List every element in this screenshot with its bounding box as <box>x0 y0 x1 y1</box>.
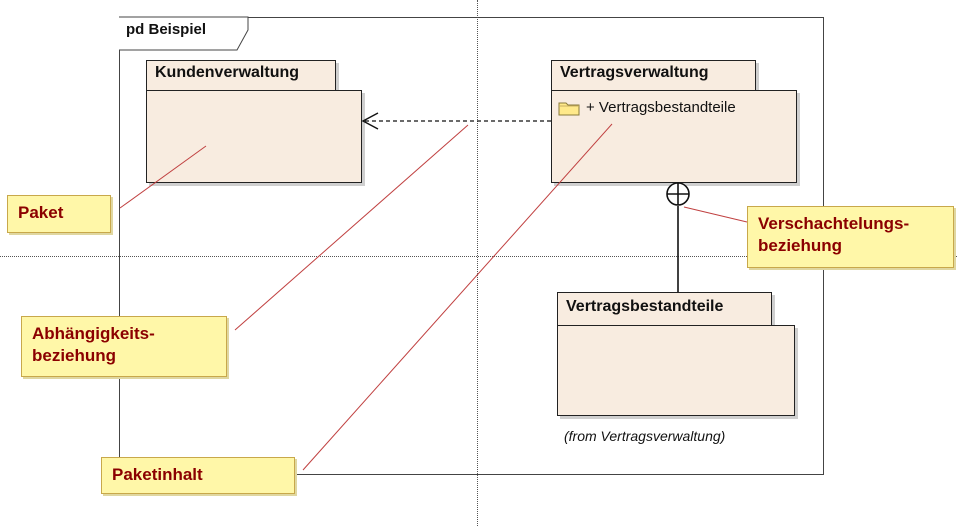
note-abhaengigkeit-line-2: beziehung <box>32 346 117 365</box>
note-paket-line-1: Paket <box>18 203 64 222</box>
note-paketinhalt-line-1: Paketinhalt <box>112 465 203 484</box>
package-member-label: + Vertragsbestandteile <box>586 99 736 116</box>
note-link-paketinhalt <box>302 123 613 471</box>
note-paketinhalt[interactable]: Paketinhalt <box>101 457 295 494</box>
note-abhaengigkeit-line-1: Abhängigkeits- <box>32 324 155 343</box>
note-link-paket <box>119 145 207 209</box>
package-vertragsbestandteile-name: Vertragsbestandteile <box>566 298 724 315</box>
package-vertragsverwaltung-body[interactable]: + Vertragsbestandteile <box>551 90 797 183</box>
package-vertragsverwaltung-name: Vertragsverwaltung <box>560 64 709 81</box>
package-origin-label: (from Vertragsverwaltung) <box>564 428 726 444</box>
note-verschachtelungsbeziehung[interactable]: Verschachtelungs- beziehung <box>747 206 954 268</box>
package-vertragsbestandteile-body[interactable] <box>557 325 795 416</box>
folder-icon <box>558 100 580 116</box>
frame-label: pd Beispiel <box>126 21 207 38</box>
package-vertragsverwaltung-tab[interactable]: Vertragsverwaltung <box>551 60 756 91</box>
note-link-abhaengigkeit <box>234 124 469 331</box>
note-paket[interactable]: Paket <box>7 195 111 233</box>
package-kundenverwaltung-name: Kundenverwaltung <box>155 64 300 81</box>
note-abhaengigkeitsbeziehung[interactable]: Abhängigkeits- beziehung <box>21 316 227 377</box>
package-member-row[interactable]: + Vertragsbestandteile <box>558 99 736 116</box>
note-verschachtelung-line-1: Verschachtelungs- <box>758 214 910 233</box>
dependency-arrowhead <box>361 112 379 130</box>
vertical-guide-line <box>477 0 478 526</box>
note-link-verschachtelung <box>683 206 748 223</box>
package-kundenverwaltung-body[interactable] <box>146 90 362 183</box>
horizontal-guide-line <box>0 256 957 257</box>
package-vertragsbestandteile-tab[interactable]: Vertragsbestandteile <box>557 292 772 326</box>
note-verschachtelung-line-2: beziehung <box>758 236 843 255</box>
